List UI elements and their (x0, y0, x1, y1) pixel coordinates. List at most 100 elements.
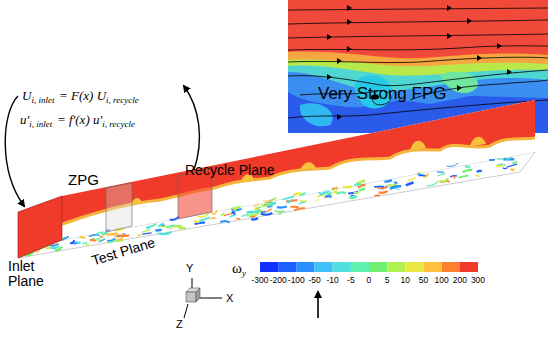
vortex-structure (496, 165, 504, 166)
vortex-structure (142, 230, 150, 233)
axis-label: Y (186, 262, 193, 274)
domain (18, 100, 535, 258)
vortex-structure (419, 175, 426, 177)
vortex-structure (315, 199, 319, 202)
vortex-structure (118, 234, 130, 237)
colorbar-tick: -10 (327, 276, 339, 285)
vortex-structure (160, 232, 172, 234)
vortex-structure (427, 182, 439, 186)
vortex-structure (394, 181, 397, 184)
vortex-structure (374, 186, 384, 188)
colorbar-tick: 5 (385, 276, 390, 285)
vortex-structure (90, 240, 96, 241)
colorbar-tick: 100 (435, 276, 449, 285)
vortex-structure (507, 164, 518, 167)
vortex-structure (106, 233, 118, 234)
vortex-structure (158, 223, 164, 226)
vortex-structure (92, 238, 101, 239)
vortex-structure (80, 236, 85, 239)
vortex-structure (477, 170, 482, 173)
vortex-structure (251, 218, 258, 220)
vortex-structure (452, 177, 455, 179)
vortex-structure (348, 192, 358, 194)
vortex-structure (236, 218, 240, 219)
vortex-structure (211, 218, 216, 219)
equation-term: = f'(x) u' (57, 112, 102, 127)
vortex-structure (439, 178, 448, 181)
vortex-structure (146, 226, 150, 229)
colorbar-tick: -300 (252, 276, 269, 285)
axis-label: Z (176, 318, 183, 330)
vortex-structure (325, 196, 331, 197)
vortex-structure (295, 208, 306, 210)
vortex-structure (261, 213, 272, 215)
vortex-structure (263, 199, 273, 201)
vortex-structure (418, 174, 424, 175)
vortex-structure (506, 158, 511, 161)
vortex-structure (337, 192, 346, 193)
vortex-structure (230, 215, 235, 217)
vortex-structure (384, 180, 392, 182)
colorbar (260, 262, 478, 272)
vortex-structure (267, 203, 276, 206)
vortex-structure (116, 240, 123, 242)
vortex-structure (89, 235, 100, 237)
vortex-structure (74, 243, 78, 244)
vortex-structure (82, 242, 87, 243)
vortex-structure (247, 210, 259, 213)
vortex-structure (232, 212, 235, 215)
vortex-structure (319, 190, 327, 193)
vortex-structure (212, 210, 217, 214)
vortex-structure (200, 218, 210, 221)
vortex-structure (86, 244, 89, 246)
vortex-structure (100, 236, 104, 237)
vortex-structure (375, 194, 380, 197)
colorbar-tick: 300 (471, 276, 485, 285)
vortex-structure (220, 221, 229, 223)
plane-label: Inlet Plane (8, 259, 50, 290)
colorbar-tick: -100 (288, 276, 305, 285)
vortex-structure (286, 200, 297, 201)
equation: u'i, inlet= f'(x) u'i, recycle (20, 112, 136, 130)
vortex-structure (275, 211, 285, 212)
axis-triad (184, 278, 222, 318)
vortex-structure (408, 178, 416, 181)
vortex-structure (257, 207, 261, 208)
equation: Ui, inlet= F(x) Ui, recycle (22, 88, 140, 106)
vortex-structure (115, 237, 123, 240)
test-plane (106, 183, 132, 232)
vortex-structure (503, 158, 514, 161)
vortex-structure (463, 170, 473, 172)
vortex-structure (406, 183, 414, 186)
vortex-structure (142, 233, 152, 234)
vortex-structure (417, 173, 420, 174)
vortex-structure (343, 186, 352, 189)
vortex-structure (357, 180, 366, 183)
vortex-structure (167, 226, 174, 228)
colorbar-tick: 200 (453, 276, 467, 285)
equation-term: ω (232, 260, 242, 276)
recycle-arrow (184, 86, 199, 170)
vortex-structure (247, 216, 251, 217)
subscript: y (242, 268, 246, 278)
vortex-structure (476, 175, 481, 176)
vortex-structure (437, 173, 446, 176)
vortex-structure (290, 206, 298, 208)
vortex-structure (287, 199, 293, 202)
equation-term: u' (20, 112, 29, 127)
vortex-structure (283, 196, 294, 199)
subscript: i, inlet (31, 95, 54, 105)
vortex-structure (170, 217, 179, 220)
vortex-structure (354, 192, 359, 193)
vortex-structure (70, 240, 74, 243)
vortex-structure (293, 193, 301, 195)
equation-term: = F(x) U (59, 88, 106, 103)
vortex-structure (149, 224, 156, 227)
plane-label: Recycle Plane (185, 163, 275, 178)
vortex-structure (221, 213, 224, 216)
vortex-structure (465, 166, 470, 167)
axis-label: X (226, 292, 233, 304)
vortex-structure (253, 204, 259, 206)
region-label: Very Strong FPG (318, 85, 447, 104)
